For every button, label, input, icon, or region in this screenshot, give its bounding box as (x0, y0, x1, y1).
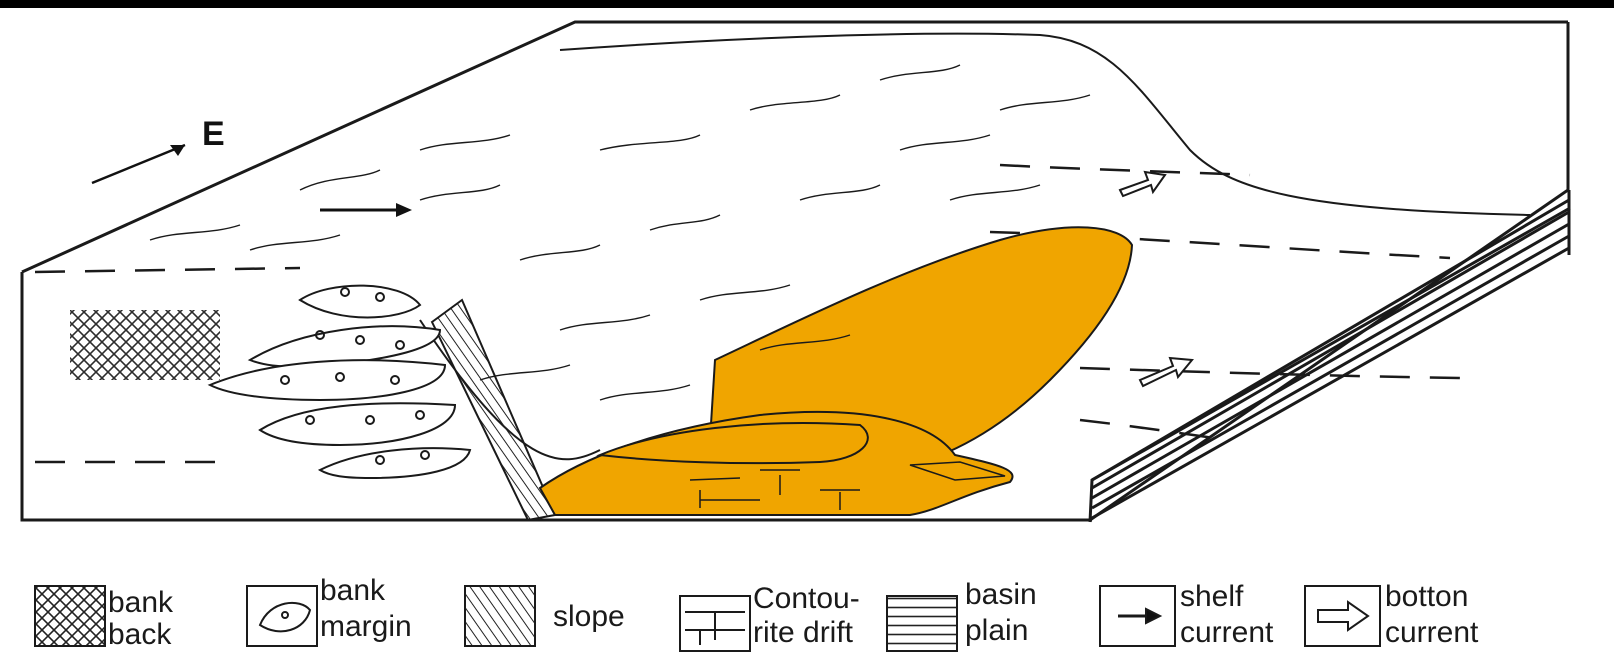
bank-back-section (70, 310, 220, 380)
bottom-current-arrows (1118, 170, 1194, 388)
basin-plain-icon (886, 595, 958, 652)
legend-bottom-line1: botton (1385, 580, 1468, 613)
compass-label: E (202, 115, 225, 153)
bank-back-crosshatch-icon (34, 585, 106, 647)
bank-margin-section (207, 284, 472, 480)
legend-contourite-line2: rite drift (753, 616, 854, 649)
legend-icons (34, 585, 1381, 652)
legend-bank-back-line2: back (108, 618, 172, 651)
bottom-current-arrow-icon (1304, 585, 1381, 647)
bank-margin-icon (246, 585, 318, 647)
top-border (0, 0, 1614, 8)
shelf-current-arrow (320, 203, 412, 217)
shelf-current-arrow-icon (1099, 585, 1176, 647)
slope-hatch-icon (464, 585, 536, 647)
contourite-drift (538, 226, 1134, 516)
legend-basin-line2: plain (965, 614, 1028, 647)
legend-bank-margin-line1: bank (320, 574, 386, 607)
legend-shelf-line1: shelf (1180, 580, 1244, 613)
contourite-drift-icon (679, 595, 751, 652)
legend-contourite-line1: Contou- (753, 582, 860, 615)
east-compass-arrow: E (91, 115, 225, 185)
legend-labels: bank back bank margin slope Contou- rite… (108, 574, 1479, 651)
surface-texture (149, 64, 1091, 401)
legend-basin-line1: basin (965, 578, 1037, 611)
legend-bank-margin-line2: margin (320, 610, 412, 643)
legend-bank-back-line1: bank (108, 586, 174, 619)
dashed-lines (34, 163, 1461, 464)
block-outline (20, 20, 1571, 523)
legend-shelf-line2: current (1180, 616, 1274, 649)
legend-slope-line1: slope (553, 600, 625, 633)
legend-bottom-line2: current (1385, 616, 1479, 649)
